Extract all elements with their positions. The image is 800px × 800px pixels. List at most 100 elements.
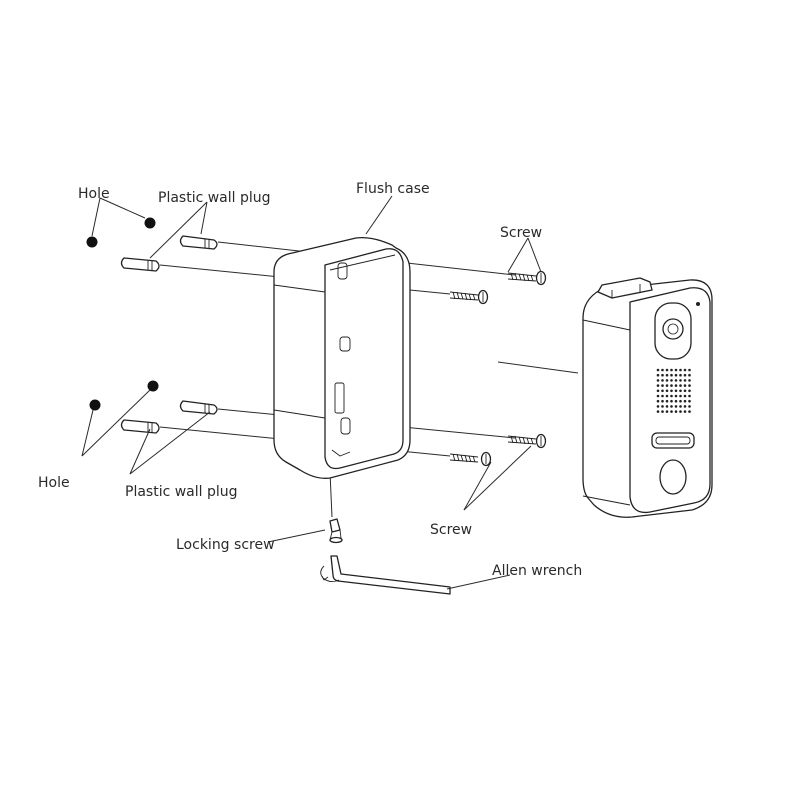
label-plastic-wall-plug-bottom: Plastic wall plug [125,484,238,500]
hole-top-right [144,217,156,229]
speaker-hole [679,368,682,372]
speaker-hole [661,384,664,387]
label-flush-case: Flush case [356,181,430,197]
camera-lens-icon [654,302,692,360]
speaker-hole [688,389,691,393]
speaker-hole [670,394,673,398]
screw-top-upper [507,270,547,286]
label-allen-wrench: Allen wrench [492,563,582,579]
speaker-hole [656,410,660,413]
speaker-grille [656,368,691,413]
speaker-hole [670,373,673,377]
speaker-hole [670,389,673,393]
speaker-hole [665,410,669,413]
speaker-hole [683,394,687,398]
speaker-hole [670,368,673,372]
hole-bottom-left [89,399,101,411]
speaker-hole [683,368,687,372]
screw-bottom-upper [507,433,547,449]
speaker-hole [688,379,691,382]
screw-bottom-lower [449,451,492,467]
speaker-hole [674,389,678,393]
speaker-hole [670,399,673,403]
speaker-hole [674,394,678,398]
wall-plug-top-upper [179,235,218,250]
speaker-hole [665,399,669,403]
hole-top-left [86,236,98,248]
speaker-hole [679,405,682,408]
speaker-hole [674,379,678,382]
speaker-hole [661,373,664,377]
speaker-hole [661,389,664,393]
wall-plug-bottom-upper [179,400,218,415]
speaker-hole [656,373,660,377]
speaker-hole [679,399,682,403]
speaker-hole [665,368,669,372]
speaker-hole [665,373,669,377]
locking-screw [329,518,343,544]
speaker-hole [679,389,682,393]
speaker-hole [688,384,691,387]
label-screw-bottom: Screw [430,522,472,538]
leader-lines [81,195,542,590]
screw-top-lower [449,289,489,305]
speaker-hole [656,405,660,408]
door-station-unit [582,277,713,518]
speaker-hole [661,394,664,398]
speaker-hole [665,384,669,387]
speaker-hole [683,389,687,393]
allen-wrench [320,555,451,595]
name-plate [651,432,695,449]
speaker-hole [674,384,678,387]
speaker-hole [674,399,678,403]
speaker-hole [679,373,682,377]
speaker-hole [679,394,682,398]
speaker-hole [656,394,660,398]
speaker-hole [661,410,664,413]
speaker-hole [679,384,682,387]
speaker-hole [670,410,673,413]
speaker-hole [665,405,669,408]
led-indicator [696,302,700,306]
speaker-hole [683,399,687,403]
speaker-hole [683,379,687,382]
speaker-hole [688,399,691,403]
speaker-hole [688,410,691,413]
speaker-hole [656,389,660,393]
speaker-hole [656,379,660,382]
speaker-hole [679,379,682,382]
speaker-hole [674,405,678,408]
call-button-icon [659,459,687,495]
speaker-hole [688,405,691,408]
speaker-hole [688,373,691,377]
speaker-hole [661,368,664,372]
speaker-hole [679,410,682,413]
label-locking-screw: Locking screw [176,537,275,553]
speaker-hole [665,394,669,398]
speaker-hole [674,410,678,413]
speaker-hole [683,373,687,377]
speaker-hole [665,379,669,382]
speaker-hole [688,394,691,398]
speaker-hole [661,405,664,408]
speaker-hole [670,379,673,382]
wall-plug-bottom-lower [120,419,160,434]
speaker-hole [661,399,664,403]
speaker-hole [661,379,664,382]
hole-bottom-right [147,380,159,392]
speaker-hole [656,384,660,387]
speaker-hole [656,399,660,403]
label-screw-top: Screw [500,225,542,241]
speaker-hole [688,368,691,372]
flush-case [273,237,411,479]
speaker-hole [656,368,660,372]
speaker-hole [683,384,687,387]
speaker-hole [683,410,687,413]
speaker-hole [670,405,673,408]
wall-plug-top-lower [120,257,160,272]
label-plastic-wall-plug-top: Plastic wall plug [158,190,271,206]
speaker-hole [674,373,678,377]
label-hole-top: Hole [78,186,110,202]
